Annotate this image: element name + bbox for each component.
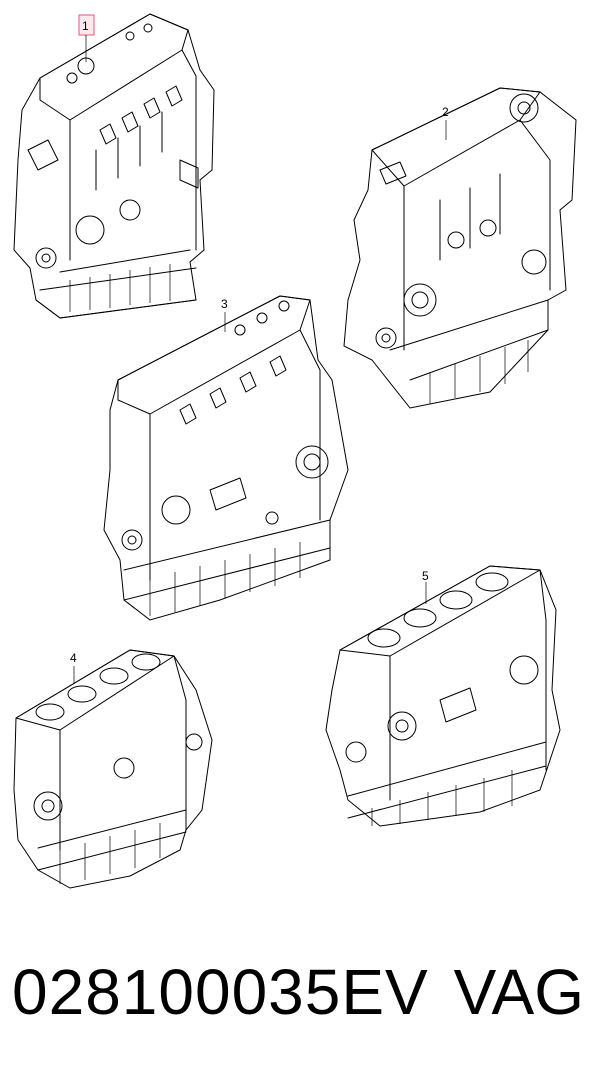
brand-name: VAG (453, 956, 584, 1028)
engine-4-illustration (13, 649, 213, 889)
callout-5[interactable]: 5 (422, 569, 429, 604)
callout-3-label: 3 (221, 297, 228, 311)
engine-3-illustration (103, 295, 349, 621)
engine-5-illustration (325, 565, 561, 827)
footer: 028100035EV VAG (0, 955, 600, 1035)
callout-2-label: 2 (442, 105, 449, 119)
callout-4-label: 4 (70, 651, 77, 665)
part-number: 028100035EV (12, 956, 429, 1028)
engine-assembly-diagram: 1 2 3 4 5 (13, 13, 577, 889)
callout-1[interactable]: 1 (78, 14, 95, 62)
engine-2-illustration (343, 87, 577, 409)
callout-4[interactable]: 4 (70, 651, 77, 684)
callout-1-label: 1 (82, 19, 89, 33)
callout-2[interactable]: 2 (442, 105, 449, 140)
callout-1-highlight-box (78, 14, 95, 36)
callout-5-label: 5 (422, 569, 429, 583)
callout-3[interactable]: 3 (221, 297, 228, 332)
engine-1-illustration (13, 13, 215, 319)
